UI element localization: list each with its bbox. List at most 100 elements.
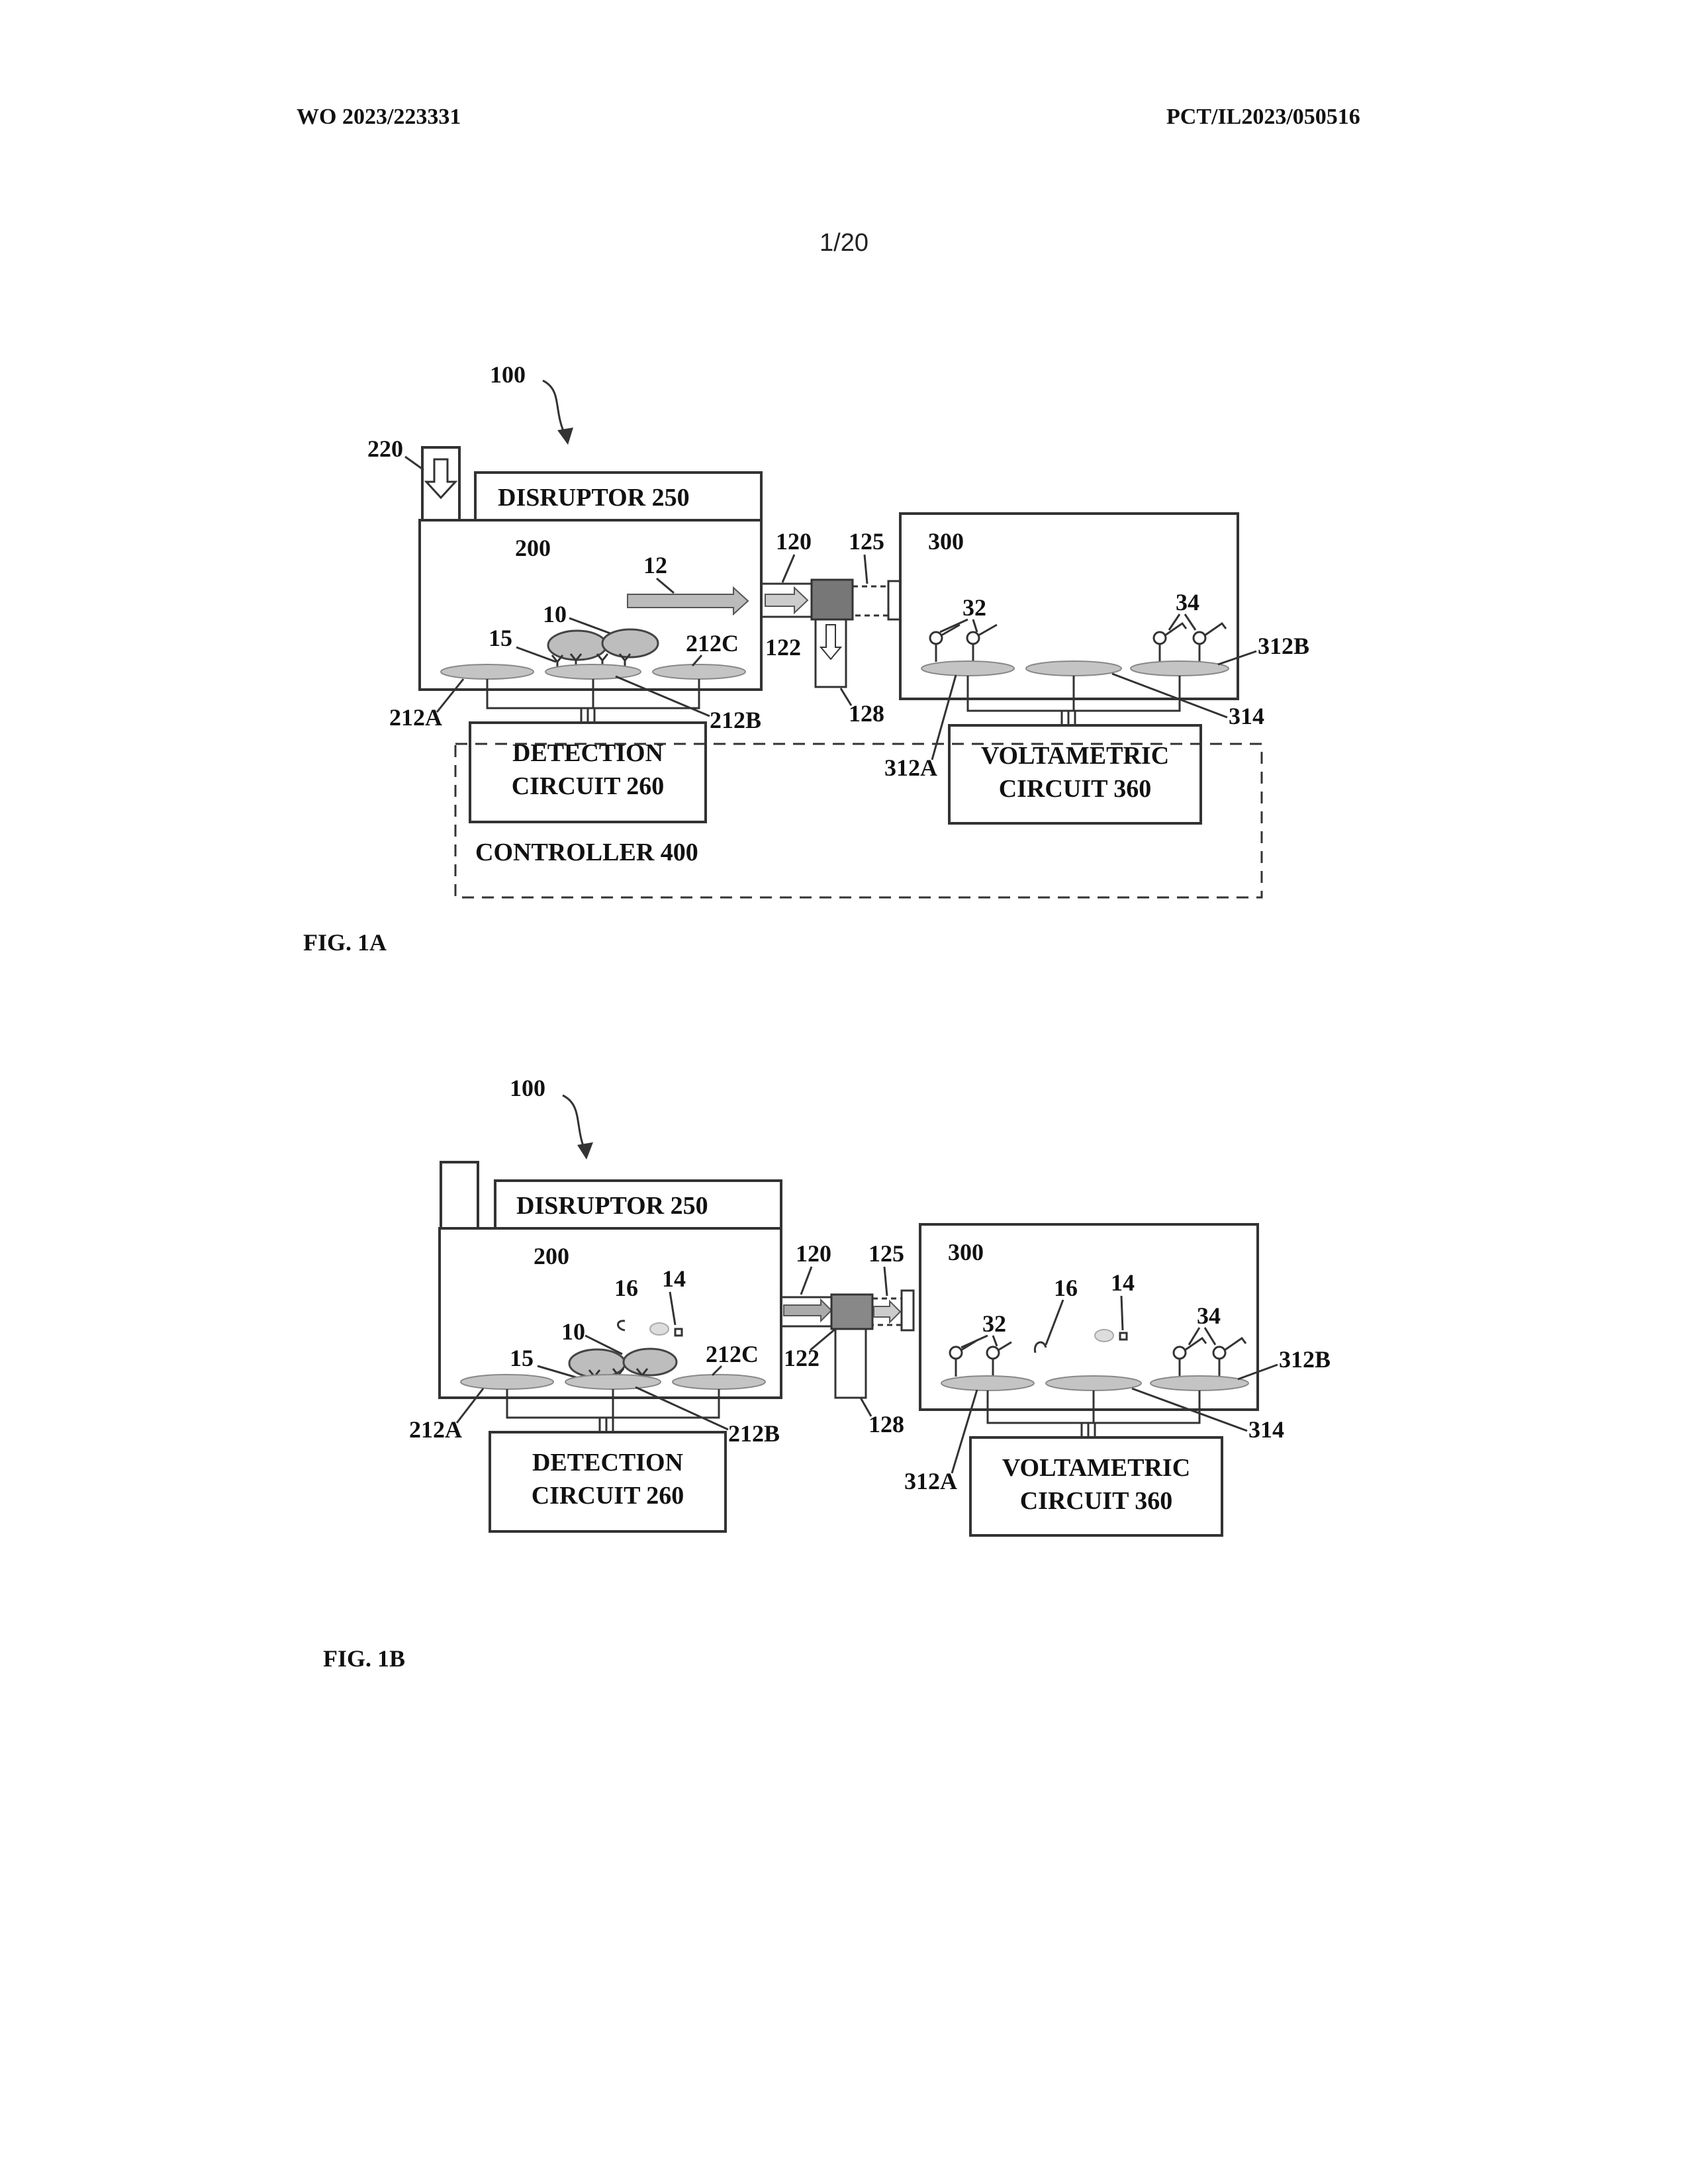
label-300: 300 — [928, 528, 964, 555]
marker-14-cloud — [650, 1323, 669, 1335]
label-10: 10 — [561, 1318, 585, 1345]
cell — [624, 1349, 677, 1375]
voltametric-label-line2: CIRCUIT 360 — [999, 775, 1152, 803]
label-16: 16 — [614, 1275, 638, 1301]
electrode-212b — [545, 664, 641, 679]
marker-14-icon — [675, 1329, 682, 1336]
electrode-212a — [461, 1375, 553, 1389]
electrode-314 — [1046, 1376, 1141, 1390]
leader-212a — [437, 679, 463, 712]
probe-32a — [950, 1347, 962, 1359]
figure-1a: 100 220 DISRUPTOR 250 200 12 10 15 212C … — [0, 331, 1688, 993]
label-15: 15 — [510, 1345, 534, 1371]
label-212b: 212B — [710, 707, 761, 733]
leader-16b — [1046, 1300, 1063, 1345]
valve-block-122 — [831, 1295, 872, 1329]
label-122: 122 — [784, 1345, 820, 1371]
probe-34b — [1213, 1347, 1225, 1359]
electrode-312b — [1131, 661, 1229, 676]
label-220: 220 — [367, 435, 403, 462]
detection-label-line2: CIRCUIT 260 — [512, 772, 665, 800]
leader-212b — [635, 1387, 728, 1430]
probe-34a — [1174, 1347, 1186, 1359]
leader-128 — [841, 688, 851, 705]
leader-122 — [810, 1329, 835, 1350]
inlet-tube — [441, 1162, 478, 1228]
voltametric-circuit-box — [949, 725, 1201, 823]
label-200: 200 — [515, 535, 551, 561]
leader-120 — [782, 555, 794, 582]
probe-stems-34 — [1180, 1358, 1219, 1377]
label-120: 120 — [796, 1240, 831, 1267]
wiring-212 — [487, 679, 699, 708]
port-300 — [888, 581, 900, 619]
label-16b: 16 — [1054, 1275, 1078, 1301]
label-312b: 312B — [1279, 1346, 1331, 1373]
probe-stems-32 — [956, 1358, 993, 1377]
leader-312a — [932, 675, 956, 760]
electrode-212c — [673, 1375, 765, 1389]
label-212a: 212A — [389, 704, 442, 731]
detection-label-line2: CIRCUIT 260 — [532, 1482, 684, 1510]
label-32: 32 — [982, 1310, 1006, 1337]
probe-arms-34 — [1185, 1328, 1246, 1350]
leader-125 — [884, 1267, 887, 1296]
voltametric-circuit-box — [970, 1437, 1222, 1535]
label-12: 12 — [643, 552, 667, 578]
waste-arrow-icon — [821, 625, 841, 659]
disruptor-label: DISRUPTOR 250 — [498, 484, 690, 512]
flow-arrow-icon — [628, 588, 748, 614]
voltametric-label-line1: VOLTAMETRIC — [1002, 1454, 1190, 1482]
label-34: 34 — [1176, 589, 1199, 615]
leader-128 — [861, 1398, 871, 1416]
figure-1b: 100 DISRUPTOR 250 200 16 14 10 15 212C 2… — [0, 1052, 1688, 1714]
leader-212c — [712, 1366, 722, 1375]
voltametric-label-line2: CIRCUIT 360 — [1020, 1487, 1173, 1515]
application-number: PCT/IL2023/050516 — [1166, 105, 1360, 130]
probe-32b — [987, 1347, 999, 1359]
electrode-314 — [1026, 661, 1121, 676]
marker-16b-icon — [1035, 1342, 1046, 1353]
probe-34a — [1154, 632, 1166, 644]
label-14b: 14 — [1111, 1269, 1135, 1296]
arrowhead-100 — [557, 428, 573, 445]
probe-arms-32 — [961, 1336, 1011, 1350]
wiring-312 — [968, 676, 1180, 711]
label-212b: 212B — [728, 1420, 780, 1447]
label-212c: 212C — [706, 1341, 759, 1367]
label-312b: 312B — [1258, 633, 1309, 659]
inlet-arrow-icon — [426, 459, 455, 498]
electrode-212b — [565, 1375, 661, 1389]
probe-34b — [1194, 632, 1205, 644]
label-125: 125 — [868, 1240, 904, 1267]
label-15: 15 — [489, 625, 512, 651]
label-212a: 212A — [409, 1416, 462, 1443]
disruptor-label: DISRUPTOR 250 — [516, 1192, 708, 1220]
electrode-212c — [653, 664, 745, 679]
label-34: 34 — [1197, 1302, 1221, 1329]
marker-14b-icon — [1120, 1333, 1127, 1340]
cell — [602, 629, 658, 657]
label-312a: 312A — [884, 754, 937, 781]
probe-stems-32 — [936, 643, 973, 662]
leader-220 — [405, 457, 424, 470]
leader-14b — [1121, 1296, 1123, 1330]
leader-14 — [670, 1292, 675, 1325]
marker-16-icon — [618, 1321, 626, 1330]
waste-128 — [835, 1329, 866, 1398]
page-number: 1/20 — [0, 229, 1688, 257]
controller-label: CONTROLLER 400 — [475, 839, 698, 866]
electrode-212a — [441, 664, 534, 679]
label-212c: 212C — [686, 630, 739, 657]
label-125: 125 — [849, 528, 884, 555]
marker-14b-cloud — [1095, 1330, 1113, 1342]
label-120: 120 — [776, 528, 812, 555]
port-300 — [902, 1291, 914, 1330]
caption-fig-1a: FIG. 1A — [303, 929, 387, 956]
label-32: 32 — [962, 594, 986, 621]
publication-number: WO 2023/223331 — [297, 105, 461, 130]
label-100: 100 — [510, 1075, 545, 1101]
label-128: 128 — [849, 700, 884, 727]
wiring-212 — [507, 1389, 719, 1418]
leader-120 — [801, 1267, 812, 1295]
